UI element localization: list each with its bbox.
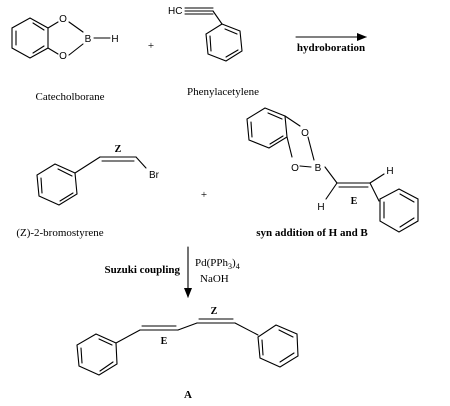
- catecholborane-label: Catecholborane: [35, 91, 104, 103]
- vinylboronate-oxygen-bottom: O: [291, 163, 299, 174]
- syn-addition-label: syn addition of H and B: [256, 227, 368, 239]
- plus-sign-top: +: [148, 40, 154, 52]
- catecholborane-boron: B: [85, 34, 92, 45]
- phenylacetylene-label: Phenylacetylene: [187, 86, 259, 98]
- product-label-a: A: [184, 389, 192, 401]
- vinylboronate-e-label: E: [351, 196, 358, 207]
- bromine-atom: Br: [149, 170, 160, 181]
- vinylboronate-oxygen-top: O: [301, 128, 309, 139]
- product-diene-structure: E Z: [76, 306, 299, 376]
- terminal-ch-group: HC: [168, 6, 182, 17]
- product-e-label: E: [161, 336, 168, 347]
- base-label: NaOH: [200, 273, 229, 285]
- catecholborane-oxygen-top: O: [59, 14, 67, 25]
- catecholborane-hydrogen: H: [111, 34, 118, 45]
- catecholborane-oxygen-bottom: O: [59, 51, 67, 62]
- bromostyrene-label: (Z)-2-bromostyrene: [16, 227, 103, 239]
- plus-sign-middle: +: [201, 189, 207, 201]
- vinylboronate-boron: B: [315, 163, 322, 174]
- vinylboronate-structure: O O B H H E: [246, 107, 419, 233]
- bromostyrene-structure: Z Br: [36, 144, 160, 206]
- vinylboronate-hydrogen-left: H: [317, 202, 324, 213]
- product-z-label: Z: [211, 306, 218, 317]
- bromostyrene-z-label: Z: [115, 144, 122, 155]
- phenylacetylene-structure: HC: [168, 6, 243, 62]
- vinylboronate-hydrogen-right: H: [386, 166, 393, 177]
- hydroboration-label: hydroboration: [297, 42, 365, 54]
- catecholborane-structure: O O B H: [11, 14, 119, 62]
- suzuki-coupling-label: Suzuki coupling: [104, 264, 180, 276]
- catalyst-label: Pd(PPh3)4: [195, 257, 240, 271]
